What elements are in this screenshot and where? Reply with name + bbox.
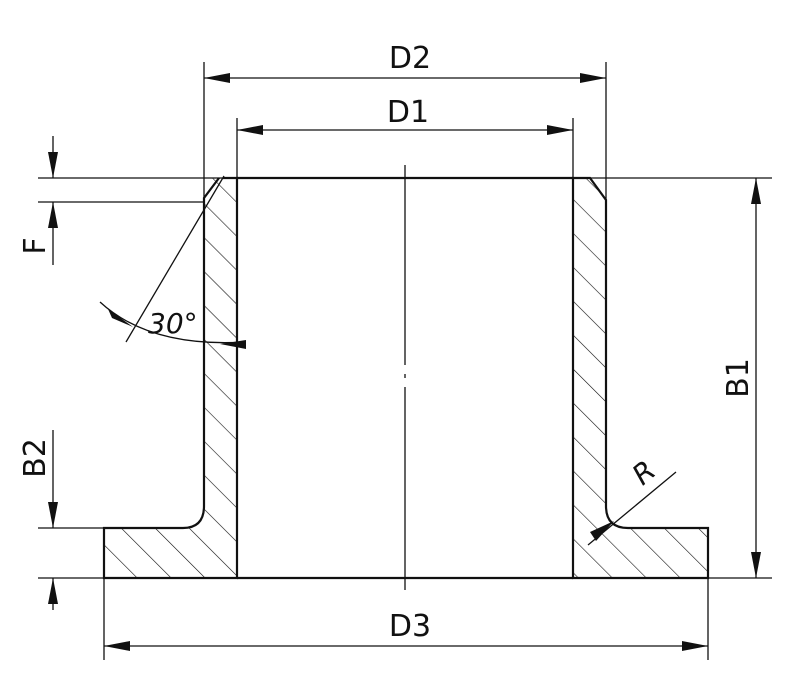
radius-dimension (587, 471, 677, 546)
angle-label: 30° (148, 307, 198, 340)
d1-dimension (237, 125, 573, 135)
extension-lines (38, 62, 772, 660)
right-section-hatch (573, 178, 708, 578)
b1-label: B1 (721, 358, 756, 398)
d3-dimension (104, 641, 708, 651)
d3-label: D3 (389, 609, 431, 644)
d2-label: D2 (389, 41, 431, 76)
radius-label: R (626, 454, 662, 492)
b2-dimension (48, 430, 58, 610)
d2-dimension (204, 73, 606, 83)
b2-label: B2 (18, 438, 53, 478)
f-label: F (18, 237, 53, 254)
b1-dimension (751, 178, 761, 578)
f-dimension (48, 136, 58, 265)
left-section-hatch (104, 178, 237, 578)
chamfer-angle-dimension (99, 175, 247, 349)
d1-label: D1 (387, 95, 429, 130)
